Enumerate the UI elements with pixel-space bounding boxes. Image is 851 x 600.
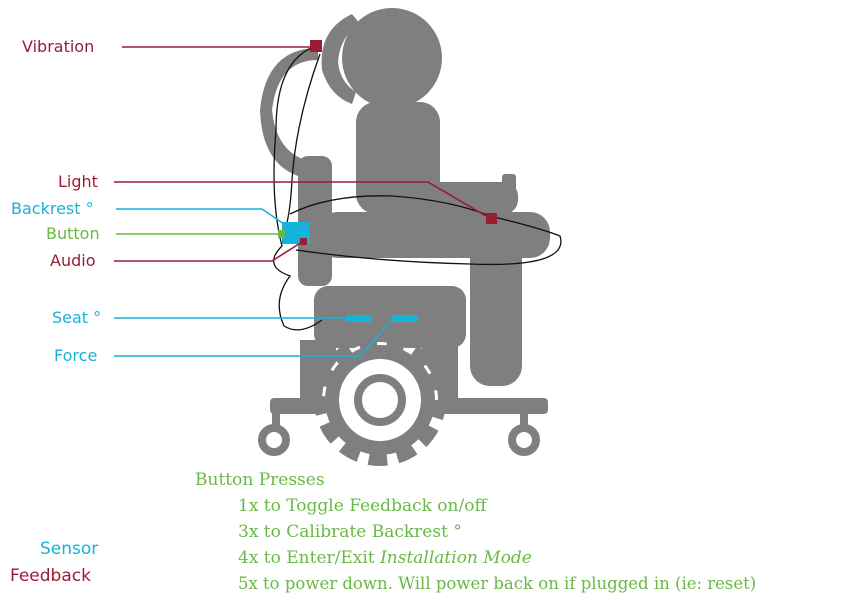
button-press-item-2-text: 3x to Calibrate Backrest ° (238, 522, 462, 542)
rear-caster (258, 424, 290, 456)
seat-label: Seat ° (52, 308, 102, 327)
vibration-marker (310, 40, 322, 52)
headrest (321, 14, 360, 104)
front-caster-stem (520, 404, 528, 426)
legend-feedback: Feedback (10, 566, 91, 586)
button-press-item-3-text: 4x to Enter/Exit (238, 548, 381, 568)
person-forearm (400, 182, 518, 214)
button-marker (278, 230, 285, 238)
button-press-item-2: 3x to Calibrate Backrest ° (238, 521, 462, 543)
button-press-item-4-text: 5x to power down. Will power back on if … (238, 574, 757, 593)
person-head (342, 8, 442, 108)
wire-light (289, 195, 562, 266)
joystick (502, 174, 516, 194)
audio-label: Audio (50, 251, 96, 270)
force-sensor (392, 315, 418, 322)
backrest-leader (116, 208, 285, 225)
person-arm (372, 122, 432, 196)
button-press-item-3: 4x to Enter/Exit Installation Mode (238, 547, 532, 569)
wire-vibration (273, 45, 323, 331)
seat-cushion (314, 286, 466, 348)
vibration-label: Vibration (22, 37, 95, 56)
legend-sensor: Sensor (40, 539, 99, 559)
front-caster (508, 424, 540, 456)
button-label: Button (46, 224, 100, 243)
backrest-label: Backrest ° (11, 199, 94, 218)
person-leg (470, 232, 522, 386)
rear-caster-stem (272, 404, 280, 426)
button-presses-heading: Button Presses (195, 470, 325, 490)
force-label: Force (54, 346, 98, 365)
force-leader (114, 321, 391, 357)
installation-mode-text: Installation Mode (380, 548, 532, 568)
light-marker (486, 213, 497, 224)
light-leader (114, 181, 487, 217)
seat-sensor (346, 315, 372, 322)
light-label: Light (58, 172, 98, 191)
button-press-item-4: 5x to power down. Will power back on if … (238, 573, 756, 595)
audio-marker (300, 238, 307, 245)
main-wheel (314, 334, 446, 466)
button-press-item-1: 1x to Toggle Feedback on/off (238, 495, 487, 517)
button-press-item-1-text: 1x to Toggle Feedback on/off (238, 496, 487, 516)
wire-headrest (283, 53, 321, 233)
audio-leader (114, 241, 303, 262)
